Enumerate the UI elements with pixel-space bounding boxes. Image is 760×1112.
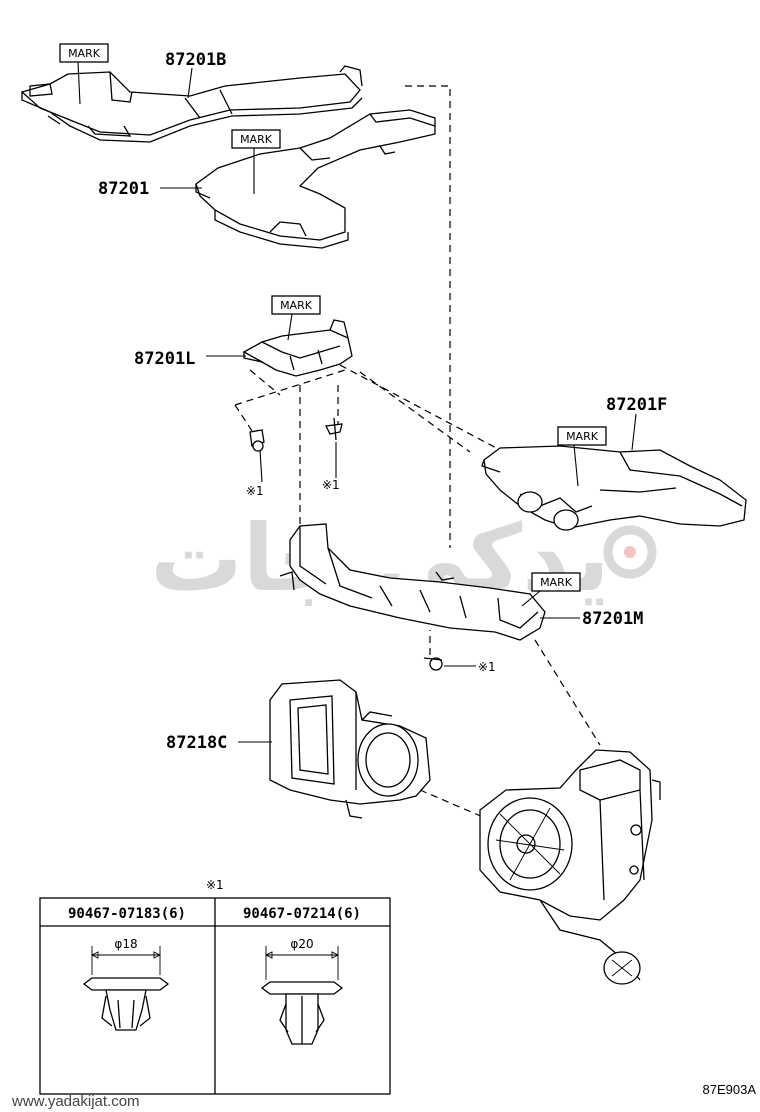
label-87218C: 87218C [166,733,227,753]
clip-drawing-2: φ20 [260,937,344,1045]
website-url: www.yadakijat.com [11,1093,140,1110]
blower-unit [479,749,661,985]
clip-fastener-left: ※1 [246,429,265,498]
assembly-lines [234,85,601,821]
label-87201B: 87201B [165,50,226,70]
mark-box-87201B: MARK [59,43,109,105]
svg-text:MARK: MARK [240,133,273,146]
duct-87201L [242,319,353,377]
clip-part-number-2: 90467-07214(6) [243,906,361,922]
duct-87201 [195,109,436,249]
mark-box-87201L: MARK [271,295,321,341]
clip-diameter-1: φ18 [114,937,137,951]
diagram-code: 87E903A [703,1082,757,1097]
mark-box-87201M: MARK [521,572,581,607]
svg-text:MARK: MARK [280,299,313,312]
watermark-dot-icon [624,546,636,558]
label-87201: 87201 [98,179,149,199]
clip-fastener-right: ※1 [322,417,343,492]
label-87201F: 87201F [606,395,667,415]
label-87201M: 87201M [582,609,643,629]
clip-diameter-2: φ20 [290,937,313,951]
svg-text:※1: ※1 [246,484,264,498]
clip-table: ※1 90467-07183(6) 90467-07214(6) φ18 φ20 [39,878,391,1095]
duct-87201M [279,523,546,641]
watermark-logo-icon [603,525,657,579]
duct-87218C [269,679,431,819]
clip-drawing-1: φ18 [82,937,170,1031]
duct-87201F [481,445,747,531]
clip-fastener-bottom: ※1 [423,657,496,674]
svg-text:MARK: MARK [540,576,573,589]
svg-text:※1: ※1 [478,660,496,674]
mark-box-87201F: MARK [557,426,607,487]
svg-text:※1: ※1 [322,478,340,492]
svg-text:MARK: MARK [566,430,599,443]
clip-table-note: ※1 [206,878,224,892]
label-87201L: 87201L [134,349,195,369]
mark-box-87201: MARK [231,129,281,194]
svg-text:MARK: MARK [68,47,101,60]
clip-part-number-1: 90467-07183(6) [68,906,186,922]
duct-87201B [20,65,363,143]
